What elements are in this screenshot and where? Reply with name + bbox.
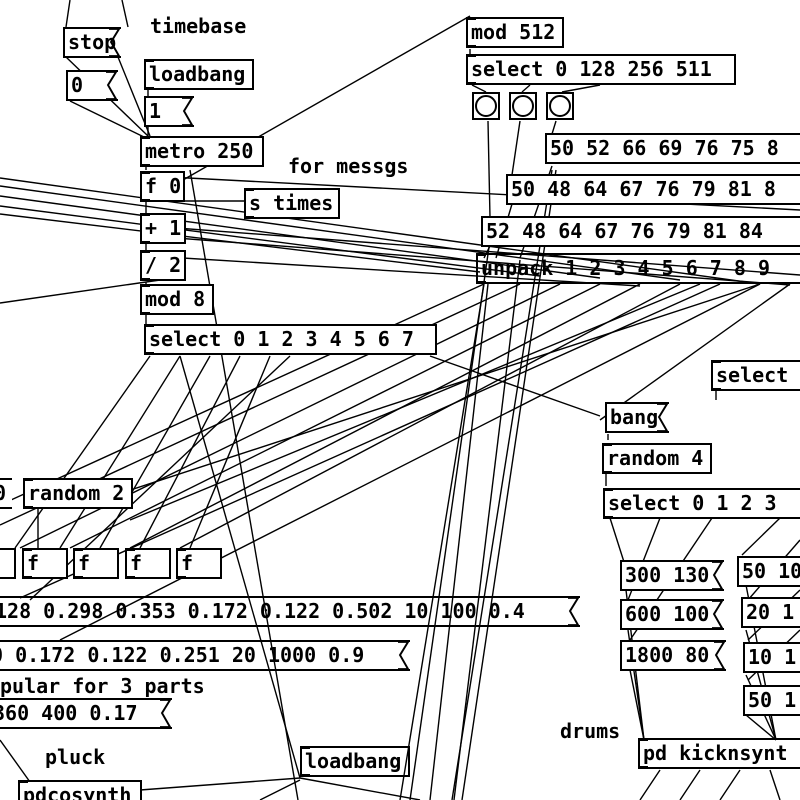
loadbang-bottom-object[interactable]: loadbang xyxy=(300,746,410,777)
select8-object[interactable]: select 0 1 2 3 4 5 6 7 xyxy=(144,324,437,355)
msg-300-130[interactable]: 300 130 xyxy=(620,560,724,591)
plus-one-object[interactable]: + 1 xyxy=(140,213,186,244)
float-box-4[interactable]: f xyxy=(176,548,222,579)
mod8-object[interactable]: mod 8 xyxy=(140,284,214,315)
comment-popular-parts: pular for 3 parts xyxy=(0,674,205,698)
comment-drums: drums xyxy=(560,719,621,743)
float-box-0[interactable]: f xyxy=(0,548,16,579)
bang-button-1[interactable] xyxy=(472,92,500,120)
loadbang-object[interactable]: loadbang xyxy=(144,59,254,90)
zero-message[interactable]: 0 xyxy=(66,70,118,101)
f-counter-object[interactable]: f 0 xyxy=(140,171,185,202)
float-box-3[interactable]: f xyxy=(125,548,171,579)
mod512-object[interactable]: mod 512 xyxy=(466,17,564,48)
select-right-object[interactable]: select xyxy=(711,360,800,391)
float-box-1[interactable]: f xyxy=(22,548,68,579)
sequence-message-1[interactable]: 50 52 66 69 76 75 8 xyxy=(545,133,800,164)
msg-10-1[interactable]: 10 1 xyxy=(743,642,800,673)
select-512-object[interactable]: select 0 128 256 511 xyxy=(466,54,736,85)
comment-pluck: pluck xyxy=(45,745,106,769)
comment-timebase: timebase xyxy=(150,14,247,38)
random2-object[interactable]: random 2 xyxy=(23,478,133,509)
sequence-message-2[interactable]: 50 48 64 67 76 79 81 8 xyxy=(506,174,800,205)
msg-600-100[interactable]: 600 100 xyxy=(620,599,724,630)
random4-object[interactable]: random 4 xyxy=(602,443,712,474)
bang-button-2[interactable] xyxy=(509,92,537,120)
float-box-2[interactable]: f xyxy=(73,548,119,579)
msg-50-10[interactable]: 50 10 xyxy=(737,556,800,587)
param-list-message-1[interactable]: 128 0.298 0.353 0.172 0.122 0.502 10 100… xyxy=(0,596,580,627)
param-list-message-2[interactable]: 0 0.172 0.122 0.251 20 1000 0.9 xyxy=(0,640,410,671)
zero-left-message[interactable]: 0 xyxy=(0,478,12,509)
send-times-object[interactable]: s times xyxy=(244,188,340,219)
stop-message[interactable]: stop xyxy=(63,27,121,58)
divide-two-object[interactable]: / 2 xyxy=(140,250,186,281)
comment-for-messgs: for messgs xyxy=(288,154,409,178)
bang-button-3[interactable] xyxy=(546,92,574,120)
bang-message[interactable]: bang xyxy=(605,402,669,433)
msg-20-1[interactable]: 20 1 xyxy=(741,597,800,628)
one-message[interactable]: 1 xyxy=(144,96,194,127)
msg-50-1[interactable]: 50 1 xyxy=(743,685,800,716)
param-list-message-3[interactable]: 360 400 0.17 xyxy=(0,698,172,729)
unpack-object[interactable]: unpack 1 2 3 4 5 6 7 8 9 xyxy=(476,253,800,284)
pdcosynth-object[interactable]: pdcosynth xyxy=(18,780,142,800)
select4-object[interactable]: select 0 1 2 3 xyxy=(603,488,800,519)
sequence-message-3[interactable]: 52 48 64 67 76 79 81 84 xyxy=(481,216,800,247)
metro-object[interactable]: metro 250 xyxy=(140,136,264,167)
msg-1800-80[interactable]: 1800 80 xyxy=(620,640,726,671)
pd-kicknsynt-object[interactable]: pd kicknsynt xyxy=(638,738,800,769)
